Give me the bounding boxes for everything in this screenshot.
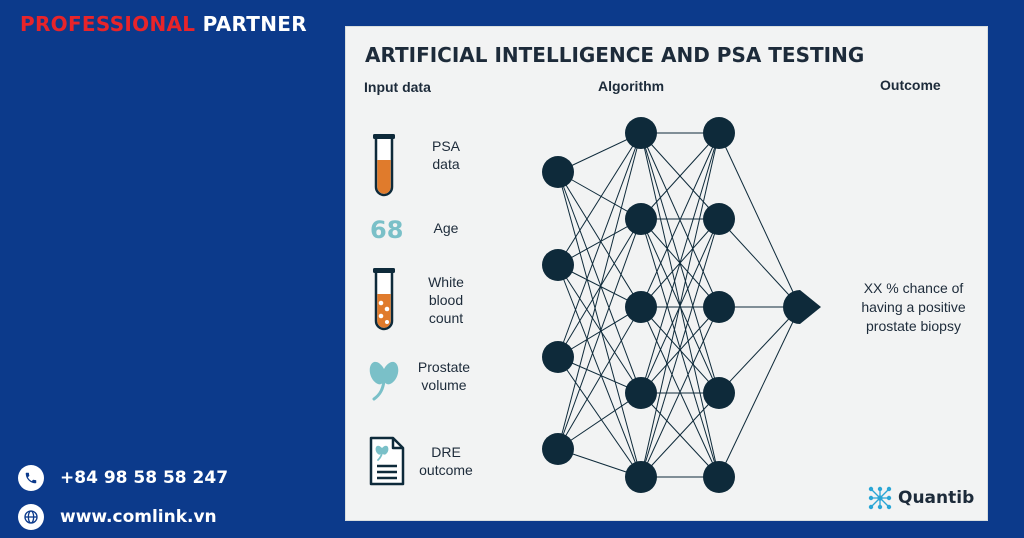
input-node [542, 156, 574, 188]
label-line: count [428, 310, 464, 326]
network-edge [557, 132, 642, 450]
website-url: www.comlink.vn [60, 507, 217, 527]
network-edge [640, 306, 720, 394]
network-edge [557, 392, 642, 450]
quantib-logo: Quantib [867, 485, 974, 511]
hidden-node [625, 377, 657, 409]
network-edge [557, 218, 642, 358]
brand-word-partner: PARTNER [202, 12, 307, 36]
label-line: volume [421, 377, 467, 393]
network-edge [557, 171, 642, 308]
header-algorithm: Algorithm [598, 78, 665, 94]
label-line: data [432, 156, 460, 172]
hidden-node [703, 203, 735, 235]
network-edge [557, 171, 642, 478]
hidden-node [703, 117, 735, 149]
hidden-node [625, 461, 657, 493]
test-tube-icon [373, 134, 395, 197]
label-line: Age [433, 220, 459, 236]
network-edge [557, 306, 642, 358]
prostate-icon [369, 361, 399, 401]
website-contact[interactable]: www.comlink.vn [18, 504, 217, 530]
network-edge [640, 132, 720, 308]
label-line: DRE [431, 444, 461, 460]
network-edge [718, 306, 801, 394]
phone-contact[interactable]: +84 98 58 58 247 [18, 465, 228, 491]
network-edge [557, 132, 642, 266]
label-line: Prostate [417, 359, 471, 375]
outcome-line: having a positive [861, 299, 966, 315]
input-label-age: Age [414, 219, 478, 237]
outcome-line: XX % chance of [863, 280, 964, 296]
blood-tube-icon [373, 268, 395, 331]
network-edge [718, 132, 801, 308]
network-edge [640, 132, 720, 478]
network-edge [640, 218, 720, 478]
age-value: 68 [370, 216, 404, 244]
hidden-node [703, 291, 735, 323]
phone-icon [18, 465, 44, 491]
brand-title: PROFESSIONAL PARTNER [20, 12, 307, 36]
label-line: outcome [419, 462, 473, 478]
network-edge [557, 171, 642, 394]
network-edge [640, 132, 720, 220]
hidden-node [625, 291, 657, 323]
network-edge [640, 132, 720, 394]
globe-icon [18, 504, 44, 530]
header-input-data: Input data [364, 79, 431, 95]
label-line: White [428, 274, 464, 290]
network-edge [640, 306, 720, 478]
output-node [783, 290, 821, 324]
label-line: PSA [431, 138, 460, 154]
quantib-logo-text: Quantib [898, 488, 975, 508]
network-edges [557, 132, 801, 478]
outcome-line: prostate biopsy [866, 318, 961, 334]
header-outcome: Outcome [880, 77, 941, 93]
outcome-text: XX % chance of having a positive prostat… [846, 279, 981, 336]
hidden-node [703, 461, 735, 493]
network-edge [557, 264, 642, 478]
diagram-panel: ARTIFICIAL INTELLIGENCE AND PSA TESTING … [345, 26, 988, 521]
network-nodes [542, 117, 821, 493]
phone-number: +84 98 58 58 247 [60, 468, 229, 488]
brand-word-professional: PROFESSIONAL [20, 12, 196, 36]
network-edge [557, 306, 642, 450]
network-edge [640, 392, 720, 478]
network-edge [557, 264, 642, 394]
hidden-node [703, 377, 735, 409]
network-edge [718, 306, 801, 478]
network-edge [557, 218, 642, 450]
network-edge [557, 132, 642, 358]
hidden-node [625, 203, 657, 235]
input-node [542, 341, 574, 373]
label-line: blood [428, 292, 464, 308]
diagram-title: ARTIFICIAL INTELLIGENCE AND PSA TESTING [365, 43, 865, 67]
input-node [542, 433, 574, 465]
hidden-node [625, 117, 657, 149]
input-label-dre: DRE outcome [414, 443, 478, 479]
input-label-wbc: White blood count [414, 273, 478, 327]
network-edge [557, 356, 642, 478]
input-node [542, 249, 574, 281]
network-edge [718, 218, 801, 308]
quantib-logo-icon [868, 486, 892, 510]
input-label-prostate: Prostate volume [408, 358, 480, 394]
input-label-psa: PSA data [414, 137, 478, 173]
neural-network [542, 117, 821, 493]
document-icon [369, 436, 405, 486]
